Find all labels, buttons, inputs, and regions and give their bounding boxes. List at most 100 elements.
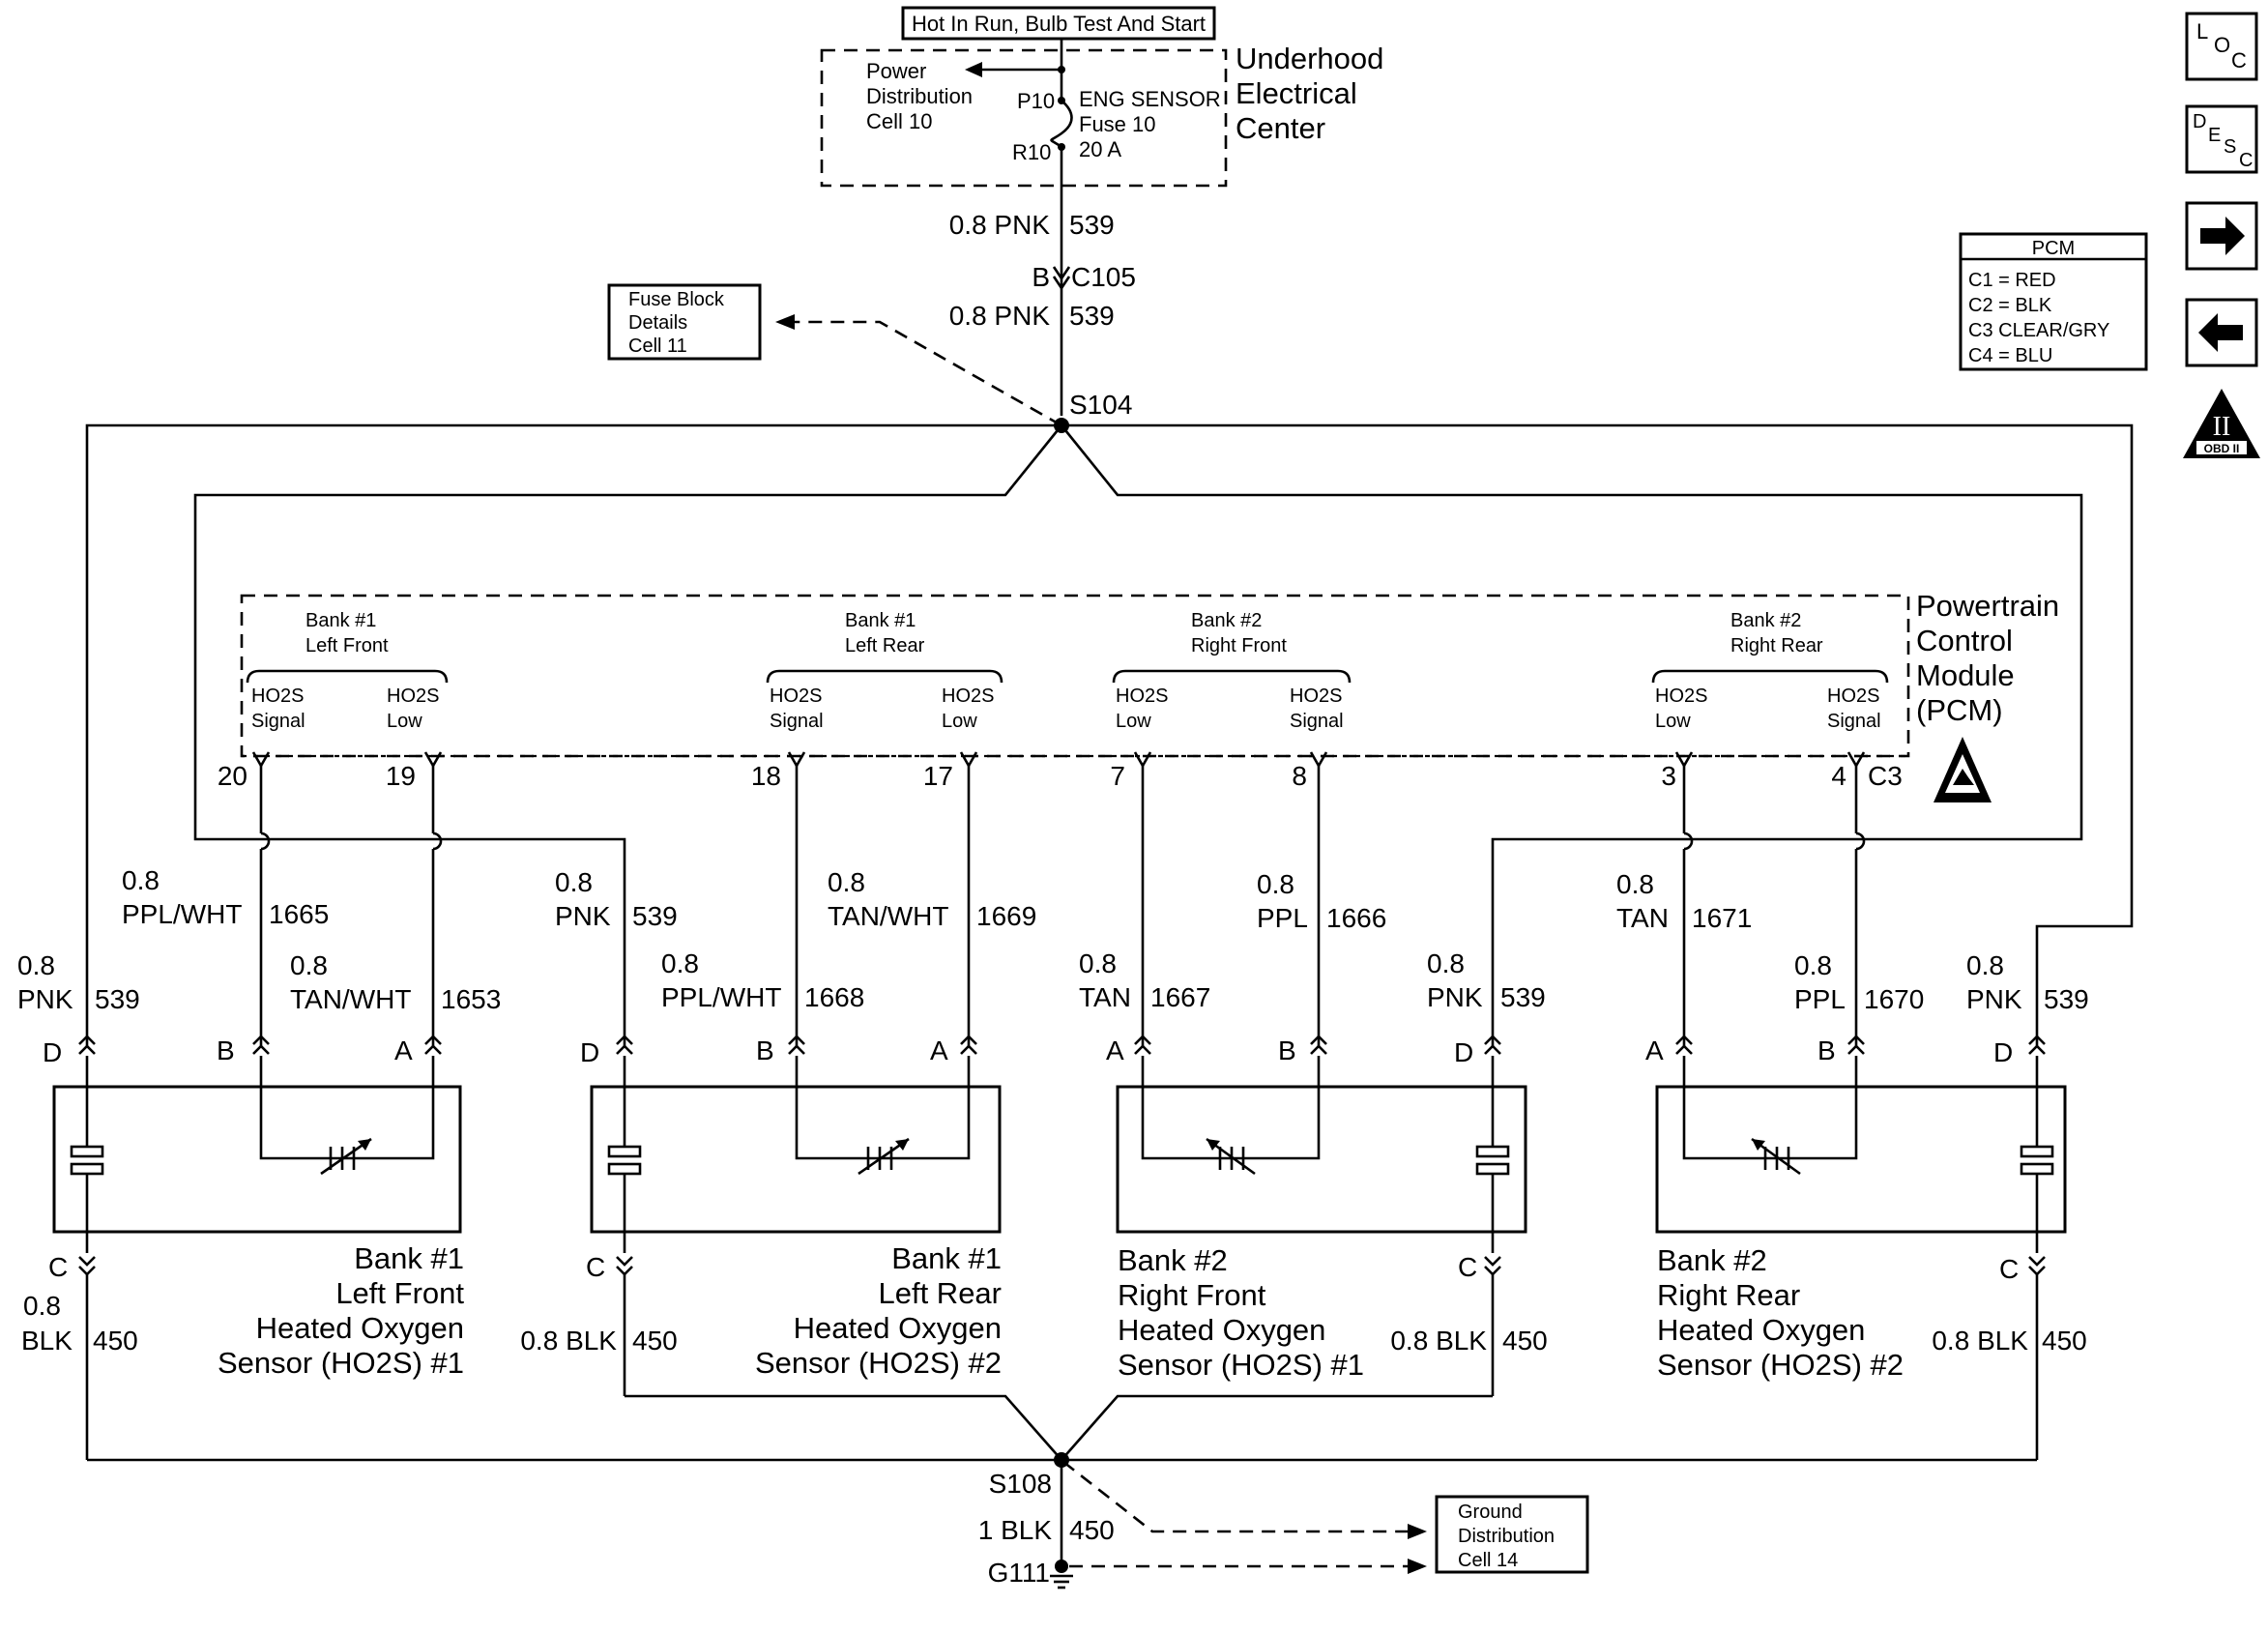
- svg-text:0.8 BLK: 0.8 BLK: [1932, 1326, 2028, 1356]
- pcm-group-b1-lf: Bank #1 Left Front HO2S Signal HO2S Low: [246, 610, 449, 732]
- splice-s104: S104: [85, 390, 2134, 1048]
- svg-text:Distribution: Distribution: [866, 84, 973, 108]
- svg-text:0.8 PNK: 0.8 PNK: [949, 301, 1051, 331]
- svg-text:Right Rear: Right Rear: [1657, 1278, 1800, 1312]
- svg-text:0.8: 0.8: [1079, 948, 1117, 978]
- wire-label-539-4: 0.8 PNK 539: [1966, 950, 2089, 1014]
- pcm-pin-19: 19: [386, 761, 416, 791]
- svg-text:PPL: PPL: [1257, 903, 1308, 933]
- svg-text:PCM: PCM: [2032, 238, 2075, 259]
- svg-text:TAN/WHT: TAN/WHT: [290, 984, 411, 1014]
- sensor-b1-lf: D B A C Bank #1 Left Front Heated Oxygen…: [43, 1035, 464, 1460]
- pcm-module: Powertrain Control Module (PCM) Bank #1 …: [218, 589, 2059, 802]
- ground-distribution-reference: Ground Distribution Cell 14: [1062, 1460, 1589, 1574]
- svg-text:PNK: PNK: [1427, 982, 1483, 1012]
- svg-text:D: D: [580, 1037, 599, 1067]
- svg-text:0.8: 0.8: [1616, 869, 1654, 899]
- svg-text:C4 = BLU: C4 = BLU: [1968, 345, 2052, 366]
- svg-text:0.8: 0.8: [1427, 948, 1465, 978]
- svg-text:HO2S: HO2S: [1655, 685, 1707, 707]
- svg-text:0.8: 0.8: [1966, 950, 2004, 980]
- ground-wire-label-4: 0.8 BLK 450: [1932, 1326, 2086, 1356]
- underhood-electrical-center: Underhood Electrical Center Power Distri…: [820, 39, 1383, 416]
- pcm-pin-4: 4: [1831, 761, 1846, 791]
- svg-text:Left Front: Left Front: [335, 1276, 464, 1310]
- svg-text:Cell 10: Cell 10: [866, 109, 932, 133]
- esd-warning-icon: [1934, 737, 1992, 802]
- svg-text:Bank #1: Bank #1: [845, 610, 916, 631]
- svg-text:D: D: [1993, 1037, 2013, 1067]
- svg-text:1670: 1670: [1864, 984, 1924, 1014]
- pcm-pin-7: 7: [1110, 761, 1125, 791]
- svg-text:HO2S: HO2S: [1116, 685, 1168, 707]
- svg-text:Low: Low: [942, 711, 977, 732]
- hot-in-run-label: Hot In Run, Bulb Test And Start: [901, 6, 1216, 41]
- svg-text:E: E: [2208, 125, 2221, 146]
- svg-text:B: B: [1278, 1035, 1296, 1065]
- wire-label-1666: 0.8 PPL 1666: [1257, 869, 1386, 933]
- loc-icon[interactable]: L O C: [2185, 12, 2258, 81]
- svg-text:Signal: Signal: [251, 711, 305, 732]
- svg-text:S104: S104: [1069, 390, 1132, 420]
- svg-text:P10: P10: [1017, 89, 1055, 113]
- svg-text:Bank #1: Bank #1: [354, 1241, 464, 1275]
- feed-wire-label: 0.8 PNK 539: [949, 210, 1115, 240]
- svg-text:450: 450: [93, 1326, 138, 1356]
- svg-text:Details: Details: [628, 312, 687, 334]
- wire-label-539-3: 0.8 PNK 539: [1427, 948, 1546, 1012]
- svg-text:Cell 14: Cell 14: [1458, 1550, 1518, 1571]
- svg-text:1667: 1667: [1150, 982, 1210, 1012]
- svg-text:Heated Oxygen: Heated Oxygen: [256, 1311, 464, 1345]
- wire-label-1668: 0.8 PPL/WHT 1668: [661, 948, 864, 1012]
- svg-text:Electrical: Electrical: [1236, 76, 1357, 110]
- ground-wire-main-label: 1 BLK 450: [978, 1515, 1115, 1545]
- svg-text:Bank #1: Bank #1: [305, 610, 376, 631]
- svg-text:0.8: 0.8: [828, 867, 865, 897]
- feed-wire-label-2: 0.8 PNK 539: [949, 301, 1115, 331]
- svg-text:0.8: 0.8: [17, 950, 55, 980]
- svg-text:C: C: [2231, 48, 2247, 73]
- pcm-group-b1-lr: Bank #1 Left Rear HO2S Signal HO2S Low: [766, 610, 1003, 732]
- fuse-block-reference: Fuse Block Details Cell 11: [607, 283, 1062, 427]
- svg-text:Sensor (HO2S) #2: Sensor (HO2S) #2: [755, 1346, 1002, 1380]
- svg-text:Underhood: Underhood: [1236, 42, 1383, 75]
- svg-text:Bank #2: Bank #2: [1118, 1243, 1228, 1277]
- desc-icon[interactable]: D E S C: [2185, 104, 2258, 174]
- svg-text:Distribution: Distribution: [1458, 1526, 1555, 1547]
- svg-text:S: S: [2224, 136, 2236, 158]
- svg-text:Fuse 10: Fuse 10: [1079, 112, 1156, 136]
- svg-text:HO2S: HO2S: [942, 685, 994, 707]
- pcm-pin-3: 3: [1661, 761, 1676, 791]
- svg-text:D: D: [43, 1037, 62, 1067]
- svg-text:539: 539: [2044, 984, 2089, 1014]
- svg-text:Control: Control: [1916, 624, 2013, 657]
- svg-text:Center: Center: [1236, 111, 1325, 145]
- prev-arrow-icon[interactable]: [2185, 298, 2258, 367]
- svg-text:Signal: Signal: [770, 711, 824, 732]
- obd-ii-icon[interactable]: II OBD II: [2183, 389, 2260, 458]
- svg-text:PNK: PNK: [1966, 984, 2022, 1014]
- wire-label-1667: 0.8 TAN 1667: [1079, 948, 1210, 1012]
- sensor-b1-lr: D B A C Bank #1 Left Rear Heated Oxygen …: [580, 1035, 1002, 1396]
- pcm-pin-18: 18: [751, 761, 781, 791]
- splice-s108: S108: [87, 1394, 2037, 1566]
- svg-text:Powertrain: Powertrain: [1916, 589, 2059, 623]
- svg-text:Heated Oxygen: Heated Oxygen: [1657, 1313, 1865, 1347]
- svg-text:II: II: [2213, 412, 2231, 442]
- svg-text:B: B: [1817, 1035, 1836, 1065]
- svg-text:G111: G111: [988, 1558, 1050, 1588]
- svg-text:1 BLK: 1 BLK: [978, 1515, 1053, 1545]
- pcm-pin-20: 20: [218, 761, 247, 791]
- pcm-group-b2-rf: Bank #2 Right Front HO2S Low HO2S Signal: [1112, 610, 1352, 732]
- svg-text:B: B: [756, 1035, 774, 1065]
- svg-text:Left Front: Left Front: [305, 635, 389, 656]
- svg-text:Fuse Block: Fuse Block: [628, 289, 725, 310]
- connector-c105: B C105: [1032, 262, 1136, 292]
- svg-text:R10: R10: [1012, 140, 1051, 164]
- next-arrow-icon[interactable]: [2185, 201, 2258, 271]
- svg-text:Hot In Run, Bulb Test And Star: Hot In Run, Bulb Test And Start: [912, 12, 1206, 36]
- svg-text:0.8 BLK: 0.8 BLK: [520, 1326, 617, 1356]
- thermistor-icon: [1203, 1137, 1263, 1176]
- svg-text:1668: 1668: [804, 982, 864, 1012]
